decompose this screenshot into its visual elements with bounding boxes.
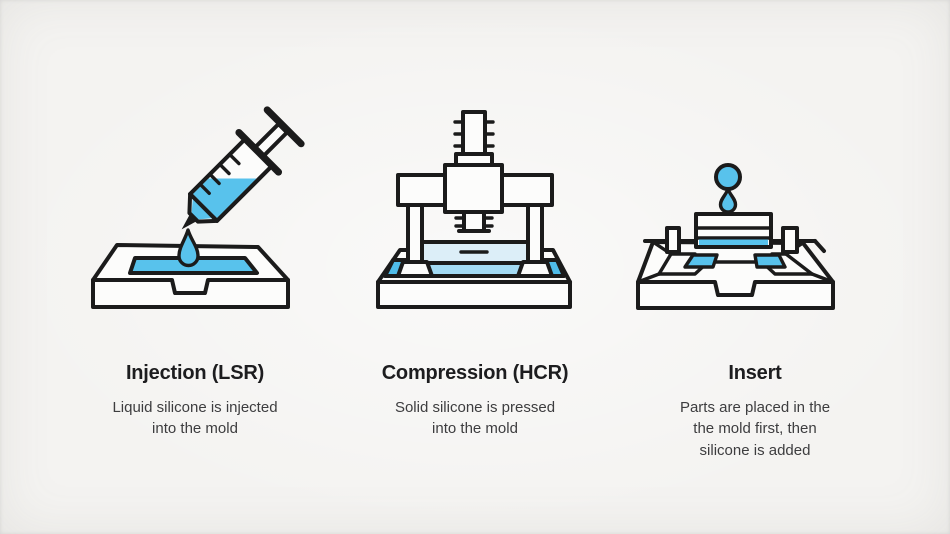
process-row: Injection (LSR) Liquid silicone is injec… — [55, 90, 895, 461]
figure-injection: Injection (LSR) Liquid silicone is injec… — [55, 90, 335, 461]
figure-description: Parts are placed in the the mold first, … — [679, 399, 831, 459]
compression-press-illustration — [376, 110, 572, 309]
figure-insert: Insert Parts are placed in the the mold … — [615, 90, 895, 461]
press-screw-icon — [453, 110, 495, 233]
figure-title: Compression (HCR) — [381, 362, 569, 384]
silicone-droplet-icon — [714, 163, 742, 214]
silicone-drop-icon — [177, 228, 200, 268]
syringe-mold-illustration — [91, 106, 305, 309]
insert-part-right — [753, 253, 787, 269]
clamp-bar-icon — [643, 212, 826, 254]
press-frame-icon — [396, 163, 554, 278]
insert-mold-illustration — [636, 163, 835, 310]
mold-icon — [91, 243, 290, 309]
syringe-icon — [181, 106, 305, 230]
figure-description: Liquid silicone is injected into the mol… — [112, 399, 278, 438]
figure-title: Insert — [728, 362, 782, 384]
insert-part-left — [683, 253, 719, 269]
figure-compression: Compression (HCR) Solid silicone is pres… — [335, 90, 615, 461]
figure-title: Injection (LSR) — [125, 362, 265, 384]
figure-description: Solid silicone is pressed into the mold — [394, 399, 556, 438]
